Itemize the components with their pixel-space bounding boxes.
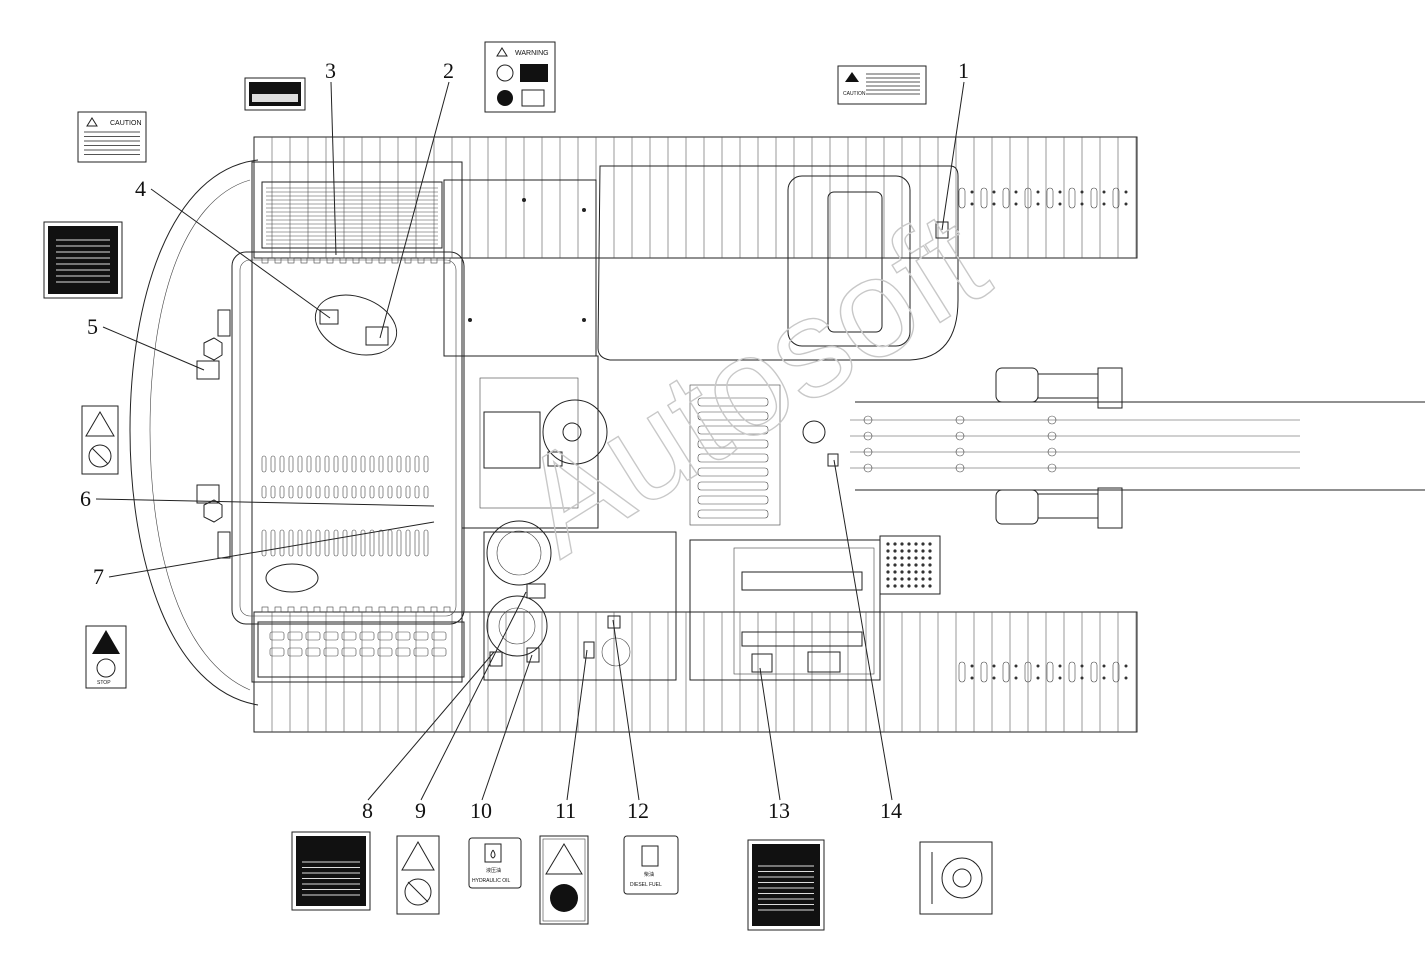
leader-line-12 [612,619,640,801]
decal-warning: WARNING [484,41,556,113]
decal-black-square-8 [291,831,371,911]
leader-line-9 [420,591,527,801]
callout-11: 11 [555,798,576,823]
lower-track [253,611,1138,733]
hydraulic-en: HYDRAULIC OIL [472,878,511,884]
leader-line-7 [108,521,435,578]
boom-assembly [850,367,1425,529]
callout-10: 10 [470,798,492,823]
upper-structure [196,161,465,683]
diesel-cn: 柴油 [644,871,654,878]
decal-crush-warning [81,405,119,475]
callout-14: 14 [880,798,902,823]
callout-1: 1 [958,58,969,83]
decal-dark-small [244,77,306,111]
callout-9: 9 [415,798,426,823]
callout-12: 12 [627,798,649,823]
caution-strip-title: CAUTION [843,91,866,97]
decal-fire-hazard [539,835,589,925]
callout-2: 2 [443,58,454,83]
watermark: Autosoft [493,180,1012,585]
callout-5: 5 [87,314,98,339]
counterweight [129,159,259,706]
leader-line-13 [759,667,781,801]
decal-black-square-left [43,221,123,299]
leader-line-10 [481,654,533,801]
decal-diesel-fuel: 柴油 DIESEL FUEL [623,835,679,895]
leader-line-5 [102,326,205,371]
leader-lines [95,81,965,801]
callout-13: 13 [768,798,790,823]
decal-belt [919,841,993,915]
leader-line-4 [150,188,331,319]
callout-7: 7 [93,564,104,589]
callout-3: 3 [325,58,336,83]
decal-black-square-13 [747,839,825,931]
leader-line-2 [379,81,450,339]
leader-line-11 [566,649,588,801]
decal-caution-strip: CAUTION [837,65,927,105]
warning-title: WARNING [515,50,549,57]
upper-track [253,136,1138,259]
decal-caution: CAUTION [77,111,147,163]
leader-line-14 [833,459,893,801]
diesel-en: DIESEL FUEL [630,882,662,888]
decal-hydraulic-oil: 液压油 HYDRAULIC OIL [468,837,522,889]
decal-hazard-9 [396,835,440,915]
callout-4: 4 [135,176,146,201]
callout-8: 8 [362,798,373,823]
stop-text: STOP [97,680,111,686]
hydraulic-cn: 液压油 [486,867,501,874]
caution-title: CAUTION [110,120,142,127]
cab-and-center [443,165,959,681]
leader-line-3 [330,81,337,256]
callout-6: 6 [80,486,91,511]
leader-line-8 [367,651,495,801]
leader-line-1 [941,81,965,231]
decal-stop: STOP [85,625,127,689]
decal-thumbnails: CAUTION WARNING CAUTION [43,41,993,931]
leader-line-6 [95,498,435,507]
